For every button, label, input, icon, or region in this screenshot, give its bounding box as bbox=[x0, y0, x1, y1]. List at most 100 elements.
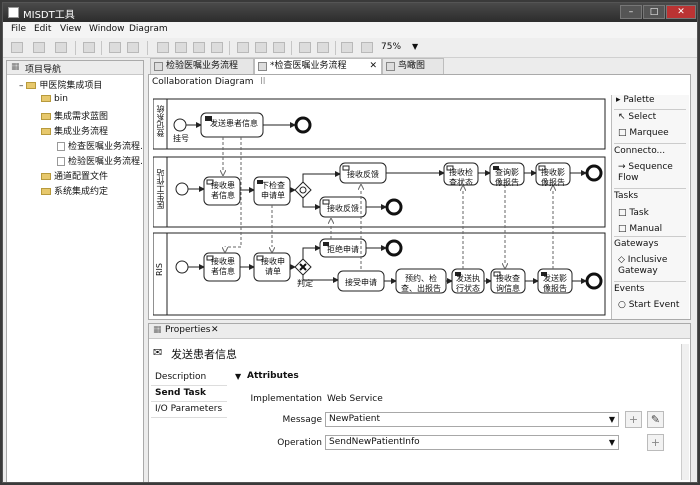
add-operation-button[interactable]: + bbox=[647, 434, 664, 451]
toolbar-separator bbox=[101, 41, 102, 55]
label-send-image-report: 发送影 像报告 bbox=[543, 274, 567, 293]
layout-icon[interactable] bbox=[299, 42, 311, 53]
align-top-icon[interactable] bbox=[211, 42, 223, 53]
end-event[interactable] bbox=[585, 164, 603, 182]
palette-task[interactable]: □ Task bbox=[618, 208, 649, 218]
grid-icon[interactable] bbox=[317, 42, 329, 53]
app-icon bbox=[8, 7, 19, 18]
align-left-icon[interactable] bbox=[157, 42, 169, 53]
project-navigator-header: ▦ 项目导航 bbox=[7, 61, 143, 75]
operation-select[interactable]: SendNewPatientInfo▼ bbox=[325, 435, 619, 450]
palette-start-event[interactable]: ○ Start Event bbox=[618, 300, 680, 310]
section-collapse-icon[interactable]: ▼ bbox=[235, 372, 242, 381]
start-event[interactable] bbox=[175, 182, 189, 196]
message-select[interactable]: NewPatient▼ bbox=[325, 412, 619, 427]
folder-icon bbox=[41, 188, 51, 195]
align-center-icon[interactable] bbox=[175, 42, 187, 53]
palette-group-events[interactable]: Events bbox=[614, 284, 645, 294]
label-receive-feedback-2: 接收反馈 bbox=[327, 204, 359, 213]
tree-item[interactable]: 检验医嘱业务流程. bbox=[57, 154, 143, 167]
end-event[interactable] bbox=[385, 198, 403, 216]
menu-edit[interactable]: Edit bbox=[34, 24, 52, 34]
zoom-dropdown-icon[interactable]: ▼ bbox=[412, 42, 419, 51]
properties-header: ▦ Properties ✕ bbox=[149, 324, 690, 339]
tree-item[interactable]: 检查医嘱业务流程. bbox=[57, 139, 143, 152]
toolbar-separator bbox=[335, 41, 336, 55]
menu-diagram[interactable]: Diagram bbox=[129, 24, 168, 34]
tree-item[interactable]: 集成需求蓝图 bbox=[41, 109, 108, 122]
palette-marquee[interactable]: □ Marquee bbox=[618, 128, 669, 138]
collaboration-diagram-tab[interactable]: Collaboration Diagram ll bbox=[152, 77, 266, 87]
align-middle-icon[interactable] bbox=[237, 42, 249, 53]
label-send-patient-info: 发送患者信息 bbox=[210, 119, 258, 128]
gateway-icon: ◇ bbox=[618, 255, 628, 265]
end-event[interactable] bbox=[385, 239, 403, 257]
tab-close-icon[interactable]: ✕ bbox=[369, 61, 377, 71]
tree-item[interactable]: 集成业务流程 bbox=[41, 124, 108, 137]
palette-sequence-flow[interactable]: → Sequence Flow bbox=[618, 162, 673, 183]
zoom-out-icon[interactable] bbox=[341, 42, 353, 53]
palette-separator bbox=[614, 188, 686, 189]
save-icon[interactable] bbox=[33, 42, 45, 53]
tab-io-parameters[interactable]: I/O Parameters bbox=[151, 402, 227, 418]
close-button[interactable]: ✕ bbox=[666, 5, 696, 19]
menu-view[interactable]: View bbox=[60, 24, 82, 34]
palette-title: ▸ Palette bbox=[616, 95, 655, 105]
palette-group-tasks[interactable]: Tasks bbox=[614, 191, 639, 201]
start-event[interactable] bbox=[173, 118, 187, 132]
menu-file[interactable]: File bbox=[11, 24, 27, 34]
menu-window[interactable]: Window bbox=[89, 24, 125, 34]
message-dropdown-icon[interactable]: ▼ bbox=[608, 415, 615, 424]
new-icon[interactable] bbox=[11, 42, 23, 53]
palette-group-connections[interactable]: Connecto... bbox=[614, 146, 666, 156]
end-event[interactable] bbox=[294, 116, 312, 134]
select-arrow-icon: ↖ bbox=[618, 112, 629, 122]
bpmn-canvas[interactable] bbox=[153, 97, 609, 319]
palette-inclusive-gateway[interactable]: ◇ Inclusive Gateway bbox=[618, 255, 668, 276]
print-icon[interactable] bbox=[55, 42, 67, 53]
folder-icon bbox=[26, 82, 37, 89]
tab-exam-order-process[interactable]: *检查医嘱业务流程✕ bbox=[254, 58, 382, 74]
toolbar-separator bbox=[291, 41, 292, 55]
tab-lab-order-process[interactable]: 检验医嘱业务流程 bbox=[150, 58, 254, 74]
align-right-icon[interactable] bbox=[193, 42, 205, 53]
subtab-marker: ll bbox=[260, 77, 266, 87]
diagram-editor: Collaboration Diagram ll bbox=[148, 74, 691, 320]
palette-separator bbox=[614, 109, 686, 110]
selected-element-name: 发送患者信息 bbox=[171, 348, 237, 361]
palette-select[interactable]: ↖ Select bbox=[618, 112, 657, 122]
collapse-icon[interactable]: – bbox=[19, 81, 24, 91]
palette-group-gateways[interactable]: Gateways bbox=[614, 239, 659, 249]
align-bottom-icon[interactable] bbox=[255, 42, 267, 53]
tab-send-task[interactable]: Send Task bbox=[151, 386, 227, 402]
tree-item[interactable]: 通道配置文件 bbox=[41, 169, 108, 182]
minimize-button[interactable]: – bbox=[620, 5, 642, 19]
properties-scrollbar[interactable] bbox=[681, 344, 689, 480]
start-event[interactable] bbox=[175, 260, 189, 274]
label-receive-image-report: 接收影 像报告 bbox=[541, 168, 565, 187]
pool-label-doctor-workstation: 医生工作站 bbox=[156, 169, 165, 209]
add-message-button[interactable]: + bbox=[625, 411, 642, 428]
tab-description[interactable]: Description bbox=[151, 370, 227, 386]
edit-message-button[interactable]: ✎ bbox=[647, 411, 664, 428]
redo-icon[interactable] bbox=[127, 42, 139, 53]
end-event[interactable] bbox=[585, 272, 603, 290]
tree-item[interactable]: bin bbox=[41, 94, 68, 104]
tree-item[interactable]: 系统集成约定 bbox=[41, 184, 108, 197]
operation-dropdown-icon[interactable]: ▼ bbox=[608, 438, 615, 447]
label-register: 挂号 bbox=[173, 134, 189, 143]
back-icon[interactable] bbox=[83, 42, 95, 53]
title-bar: MISDT工具 – □ ✕ bbox=[3, 3, 697, 22]
zoom-in-icon[interactable] bbox=[361, 42, 373, 53]
pool-label-ris: RIS bbox=[155, 263, 164, 276]
tree-item[interactable]: – 甲医院集成项目 bbox=[19, 81, 103, 91]
maximize-button[interactable]: □ bbox=[643, 5, 665, 19]
tab-birdseye-view[interactable]: 鸟瞰图 bbox=[382, 58, 444, 74]
implementation-value: Web Service bbox=[327, 394, 383, 404]
undo-icon[interactable] bbox=[109, 42, 121, 53]
zoom-level[interactable]: 75% bbox=[381, 42, 402, 52]
palette-manual[interactable]: □ Manual bbox=[618, 224, 663, 234]
match-size-icon[interactable] bbox=[273, 42, 285, 53]
properties-close-icon[interactable]: ✕ bbox=[211, 325, 219, 335]
